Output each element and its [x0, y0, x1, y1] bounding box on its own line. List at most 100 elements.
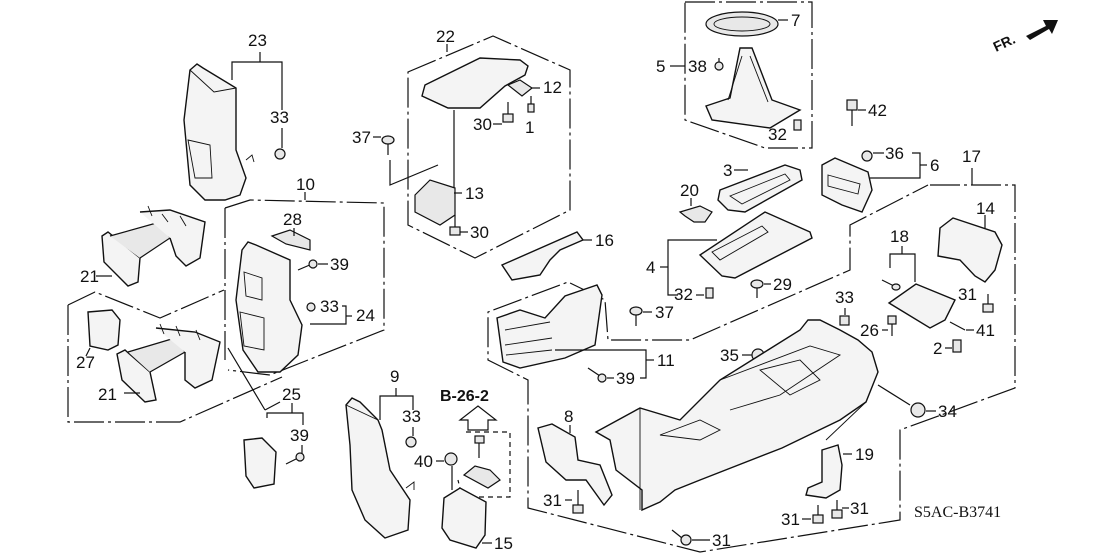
clip-32-icon — [793, 119, 802, 131]
part-27-cap — [87, 309, 121, 351]
clip-icon — [274, 148, 286, 160]
callout-28: 28 — [283, 210, 302, 229]
bolt-18-icon — [881, 279, 901, 291]
clip-icon — [405, 436, 417, 448]
part-5-shift-boot — [705, 47, 802, 129]
callout-13: 13 — [465, 184, 484, 203]
callout-27: 27 — [76, 353, 95, 372]
callout-30b: 30 — [470, 223, 489, 242]
callout-21b: 21 — [98, 385, 117, 404]
callout-39c: 39 — [616, 369, 635, 388]
front-label: FR. — [991, 31, 1018, 55]
callout-3: 3 — [723, 161, 732, 180]
part-22-armrest-lid — [421, 57, 529, 109]
pin-26-icon — [887, 315, 897, 336]
bolt-31-icon — [572, 490, 584, 514]
callout-32: 32 — [768, 125, 787, 144]
screw-39-icon — [587, 367, 607, 383]
part-21-ashtray-upper — [101, 205, 206, 287]
part-7-boot-ring — [705, 11, 779, 37]
part-11-cup-holder — [496, 284, 603, 369]
callout-33: 33 — [270, 108, 289, 127]
bolt-30-icon — [502, 102, 514, 123]
callout-20: 20 — [680, 181, 699, 200]
grommet-34-icon — [910, 402, 926, 418]
part-13-bracket — [414, 179, 456, 226]
callout-24: 24 — [356, 306, 375, 325]
bolt-icon — [474, 435, 485, 458]
callout-35: 35 — [720, 346, 739, 365]
callout-12: 12 — [543, 78, 562, 97]
reference-label: B-26-2 — [440, 388, 489, 405]
diagram-code: S5AC-B3741 — [914, 504, 1001, 521]
main-console-body — [594, 319, 879, 512]
part-4-console-panel — [698, 211, 813, 279]
bolt-30-icon — [449, 215, 461, 236]
part-23-rear-cover — [183, 63, 255, 201]
callout-7: 7 — [791, 11, 800, 30]
callout-25: 25 — [282, 385, 301, 404]
callout-42: 42 — [868, 101, 887, 120]
callout-18: 18 — [890, 227, 909, 246]
screw-38-icon — [714, 58, 724, 71]
callout-37b: 37 — [655, 303, 674, 322]
callout-10: 10 — [296, 175, 315, 194]
callout-36: 36 — [885, 144, 904, 163]
clip-icon — [839, 315, 850, 326]
screw-29-icon — [750, 279, 764, 298]
bolt-31-icon — [671, 529, 692, 546]
part-15-cover — [441, 487, 487, 549]
callout-30: 30 — [473, 115, 492, 134]
bolt-42-icon — [846, 99, 858, 126]
bolt-37-icon — [381, 135, 395, 155]
pin-1-icon — [527, 96, 535, 113]
callout-9: 9 — [390, 367, 399, 386]
part-3-shift-bezel — [717, 164, 803, 213]
callout-31d: 31 — [781, 510, 800, 529]
nut-40-icon — [444, 452, 458, 466]
callout-39b: 39 — [290, 426, 309, 445]
bolt-31-icon — [831, 500, 843, 519]
part-21-ashtray-lower — [116, 323, 221, 403]
callout-5: 5 — [656, 57, 665, 76]
screw-39-icon — [297, 259, 318, 271]
front-direction-indicator: FR. — [991, 20, 1058, 55]
callout-1: 1 — [525, 118, 534, 137]
part-25-cap — [243, 437, 277, 489]
part-16-mat — [500, 231, 585, 281]
callout-31b: 31 — [543, 491, 562, 510]
callout-38: 38 — [688, 57, 707, 76]
reference-arrow-icon — [458, 405, 498, 431]
callout-31c: 31 — [712, 531, 731, 550]
callout-19: 19 — [855, 445, 874, 464]
callout-37: 37 — [352, 128, 371, 147]
callout-33c: 33 — [402, 407, 421, 426]
callout-11: 11 — [657, 351, 675, 370]
callout-33b: 33 — [320, 297, 339, 316]
callout-40: 40 — [414, 452, 433, 471]
callout-23: 23 — [248, 31, 267, 50]
part-6-panel — [821, 157, 873, 213]
callout-14: 14 — [976, 199, 995, 218]
bolt-31-icon — [812, 505, 824, 524]
clip-2-icon — [952, 339, 962, 353]
callout-6: 6 — [930, 156, 939, 175]
callout-31: 31 — [958, 285, 977, 304]
part-19-bracket — [805, 444, 843, 499]
part-28-bracket — [270, 229, 311, 251]
part-14-end-cap — [937, 217, 1003, 283]
callout-21: 21 — [80, 267, 99, 286]
part-18-lid — [887, 283, 956, 329]
callout-41: 41 — [976, 321, 995, 340]
callout-33d: 33 — [835, 288, 854, 307]
bolt-37-icon — [629, 306, 643, 326]
clip-32-icon — [705, 287, 714, 299]
part-8-bracket — [537, 423, 613, 507]
callout-29: 29 — [773, 275, 792, 294]
bolt-31-icon — [982, 294, 994, 313]
callout-22: 22 — [436, 27, 455, 46]
callout-17: 17 — [962, 147, 981, 166]
clamp-icon — [462, 465, 501, 489]
callout-2: 2 — [933, 339, 942, 358]
